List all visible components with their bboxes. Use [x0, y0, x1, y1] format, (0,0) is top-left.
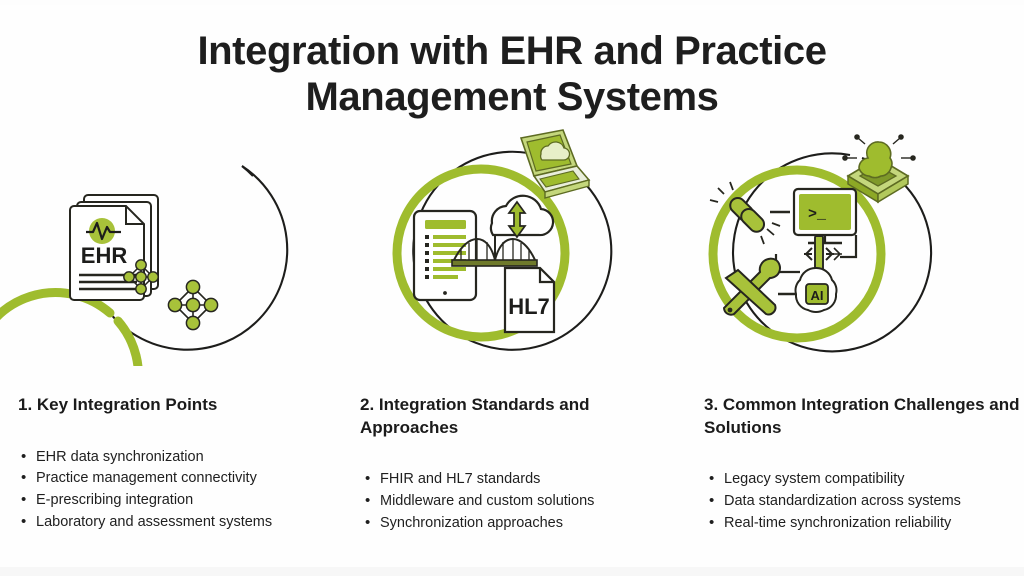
column-key-integration-points: EHR — [0, 128, 341, 558]
column-common-challenges: >_ — [682, 128, 1023, 558]
icon-stage-1: EHR — [0, 128, 341, 366]
heartbeat-icon — [86, 221, 121, 241]
network-nodes-icon — [123, 259, 159, 295]
list-item: Laboratory and assessment systems — [19, 511, 341, 533]
network-nodes-accent-icon — [167, 279, 219, 331]
illustration-1: EHR — [0, 165, 289, 366]
tools-icon — [722, 257, 781, 316]
outer-ring-1-tip — [241, 165, 254, 177]
inner-ring-3 — [708, 165, 886, 343]
tablet-form-icon — [412, 209, 478, 302]
list-item: Legacy system compatibility — [707, 468, 1023, 490]
outer-ring-1 — [105, 165, 289, 351]
tablet-rows — [425, 235, 466, 279]
column-heading-2: 2. Integration Standards and Approaches — [360, 395, 590, 437]
terminal-prompt-label: >_ — [808, 206, 827, 223]
page-title: Integration with EHR and Practice Manage… — [0, 28, 1024, 121]
page-title-line-1: Integration with EHR and Practice — [197, 29, 827, 73]
list-item: Data standardization across systems — [707, 490, 1023, 512]
column-heading-1: 1. Key Integration Points — [18, 395, 218, 414]
list-item: Middleware and custom solutions — [363, 490, 682, 512]
cloud-sync-icon — [489, 194, 555, 239]
icon-stage-2: HL7 — [341, 128, 682, 366]
icon-stage-3: >_ — [682, 128, 1023, 366]
letterbox-top — [0, 0, 1024, 5]
inner-ring-1 — [0, 288, 143, 366]
page-title-line-2: Management Systems — [305, 75, 719, 120]
list-item: Real-time synchronization reliability — [707, 512, 1023, 534]
hl7-file-label: HL7 — [508, 294, 550, 319]
document-label: EHR — [81, 243, 128, 268]
ai-brain-icon: AI — [794, 266, 838, 313]
tablet-title-bar — [425, 220, 466, 229]
illustration-3: >_ — [708, 134, 933, 353]
list-item: Practice management connectivity — [19, 467, 341, 489]
broken-chain-icon — [709, 181, 781, 245]
brain-chip-icon — [842, 134, 916, 204]
bridge-icon — [451, 232, 538, 267]
column-integration-standards: HL7 2. Integration Standards and Approac… — [341, 128, 682, 558]
columns-container: EHR — [0, 128, 1024, 558]
list-item: E-prescribing integration — [19, 489, 341, 511]
list-item: Synchronization approaches — [363, 512, 682, 534]
tablet-home-button — [443, 291, 447, 295]
inner-ring-2 — [392, 164, 570, 342]
column-heading-3: 3. Common Integration Challenges and Sol… — [704, 395, 1020, 437]
bullet-list-1: EHR data synchronization Practice manage… — [0, 446, 341, 534]
illustration-2: HL7 — [392, 129, 613, 351]
list-item: EHR data synchronization — [19, 446, 341, 468]
terminal-monitor-icon: >_ — [792, 187, 858, 245]
list-item: FHIR and HL7 standards — [363, 468, 682, 490]
hl7-file-icon: HL7 — [503, 266, 556, 334]
bullet-list-2: FHIR and HL7 standards Middleware and cu… — [341, 468, 682, 534]
bullet-list-3: Legacy system compatibility Data standar… — [682, 468, 1023, 534]
letterbox-bottom — [0, 567, 1024, 576]
ai-brain-label: AI — [811, 288, 824, 303]
laptop-cloud-icon — [519, 129, 591, 199]
blocked-flow-icon — [774, 235, 858, 274]
document-fold-icon — [125, 206, 144, 225]
